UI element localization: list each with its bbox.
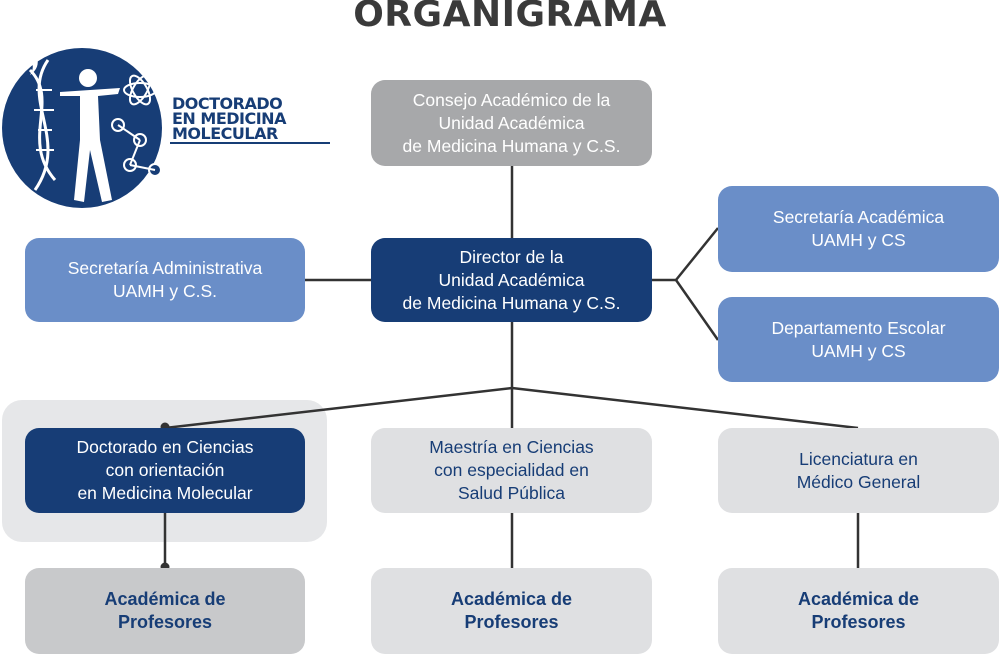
node-sec-acad-line-1: Secretaría Académica (772, 207, 945, 227)
node-consejo-line-2: Unidad Académica (438, 112, 585, 133)
node-profesores-licenciatura: Académica de Profesores (718, 568, 999, 654)
logo-text: DOCTORADO EN MEDICINA MOLECULAR (172, 94, 332, 143)
node-secretaria-administrativa: Secretaría Administrativa UAMH y C.S. (25, 238, 305, 322)
node-prof2-line-2: Profesores (464, 612, 559, 632)
node-consejo-line-1: Consejo Académico de la (412, 89, 611, 110)
node-prof1-line-1: Académica de (104, 589, 226, 609)
node-doctorado-line-1: Doctorado en Ciencias (76, 437, 254, 457)
node-doctorado-line-3: en Medicina Molecular (77, 483, 253, 503)
logo-line-3: MOLECULAR (172, 124, 278, 143)
node-licenciatura-line-1: Licenciatura en (799, 448, 918, 469)
node-maestria: Maestría en Ciencias con especialidad en… (371, 428, 652, 513)
node-doctorado-line-2: con orientación (105, 460, 225, 480)
node-director: Director de la Unidad Académica de Medic… (371, 238, 652, 322)
line-branch-academica (675, 227, 719, 281)
doctorado-logo (0, 30, 175, 225)
line-branch-escolar (674, 279, 720, 341)
line-to-licenciatura (511, 386, 859, 430)
node-depto-line-2: UAMH y CS (811, 340, 906, 361)
node-prof3-line-2: Profesores (811, 612, 906, 632)
node-departamento-escolar: Departamento Escolar UAMH y CS (718, 297, 999, 382)
node-licenciatura-line-2: Médico General (796, 471, 921, 492)
node-sec-acad-line-2: UAMH y CS (811, 230, 906, 250)
node-maestria-line-1: Maestría en Ciencias (429, 437, 594, 457)
node-depto-line-1: Departamento Escolar (771, 317, 946, 338)
node-sec-admin-line-2: UAMH y C.S. (112, 281, 218, 301)
page-title: ORGANIGRAMA (353, 0, 667, 35)
node-prof2-line-1: Académica de (450, 589, 573, 609)
node-director-line-2: Unidad Académica (438, 269, 585, 290)
node-director-line-3: de Medicina Humana y C.S. (402, 292, 621, 313)
node-maestria-line-3: Salud Pública (457, 483, 566, 503)
node-licenciatura: Licenciatura en Médico General (718, 428, 999, 513)
node-profesores-maestria: Académica de Profesores (371, 568, 652, 654)
node-secretaria-academica: Secretaría Académica UAMH y CS (718, 186, 999, 272)
node-director-line-1: Director de la (459, 246, 564, 267)
logo-line-1: DOCTORADO (172, 94, 283, 113)
logo-underline (170, 142, 330, 144)
node-consejo: Consejo Académico de la Unidad Académica… (371, 80, 652, 166)
node-prof1-line-2: Profesores (117, 612, 213, 632)
logo-line-2: EN MEDICINA (172, 109, 286, 128)
node-sec-admin-line-1: Secretaría Administrativa (67, 258, 263, 278)
node-consejo-line-3: de Medicina Humana y C.S. (402, 135, 621, 156)
node-maestria-line-2: con especialidad en (434, 460, 589, 480)
node-prof3-line-1: Académica de (797, 589, 920, 609)
line-to-doctorado (164, 386, 513, 430)
logo-emblem-icon (2, 40, 162, 208)
node-doctorado: Doctorado en Ciencias con orientación en… (25, 428, 305, 513)
node-profesores-doctorado: Académica de Profesores (25, 568, 305, 654)
